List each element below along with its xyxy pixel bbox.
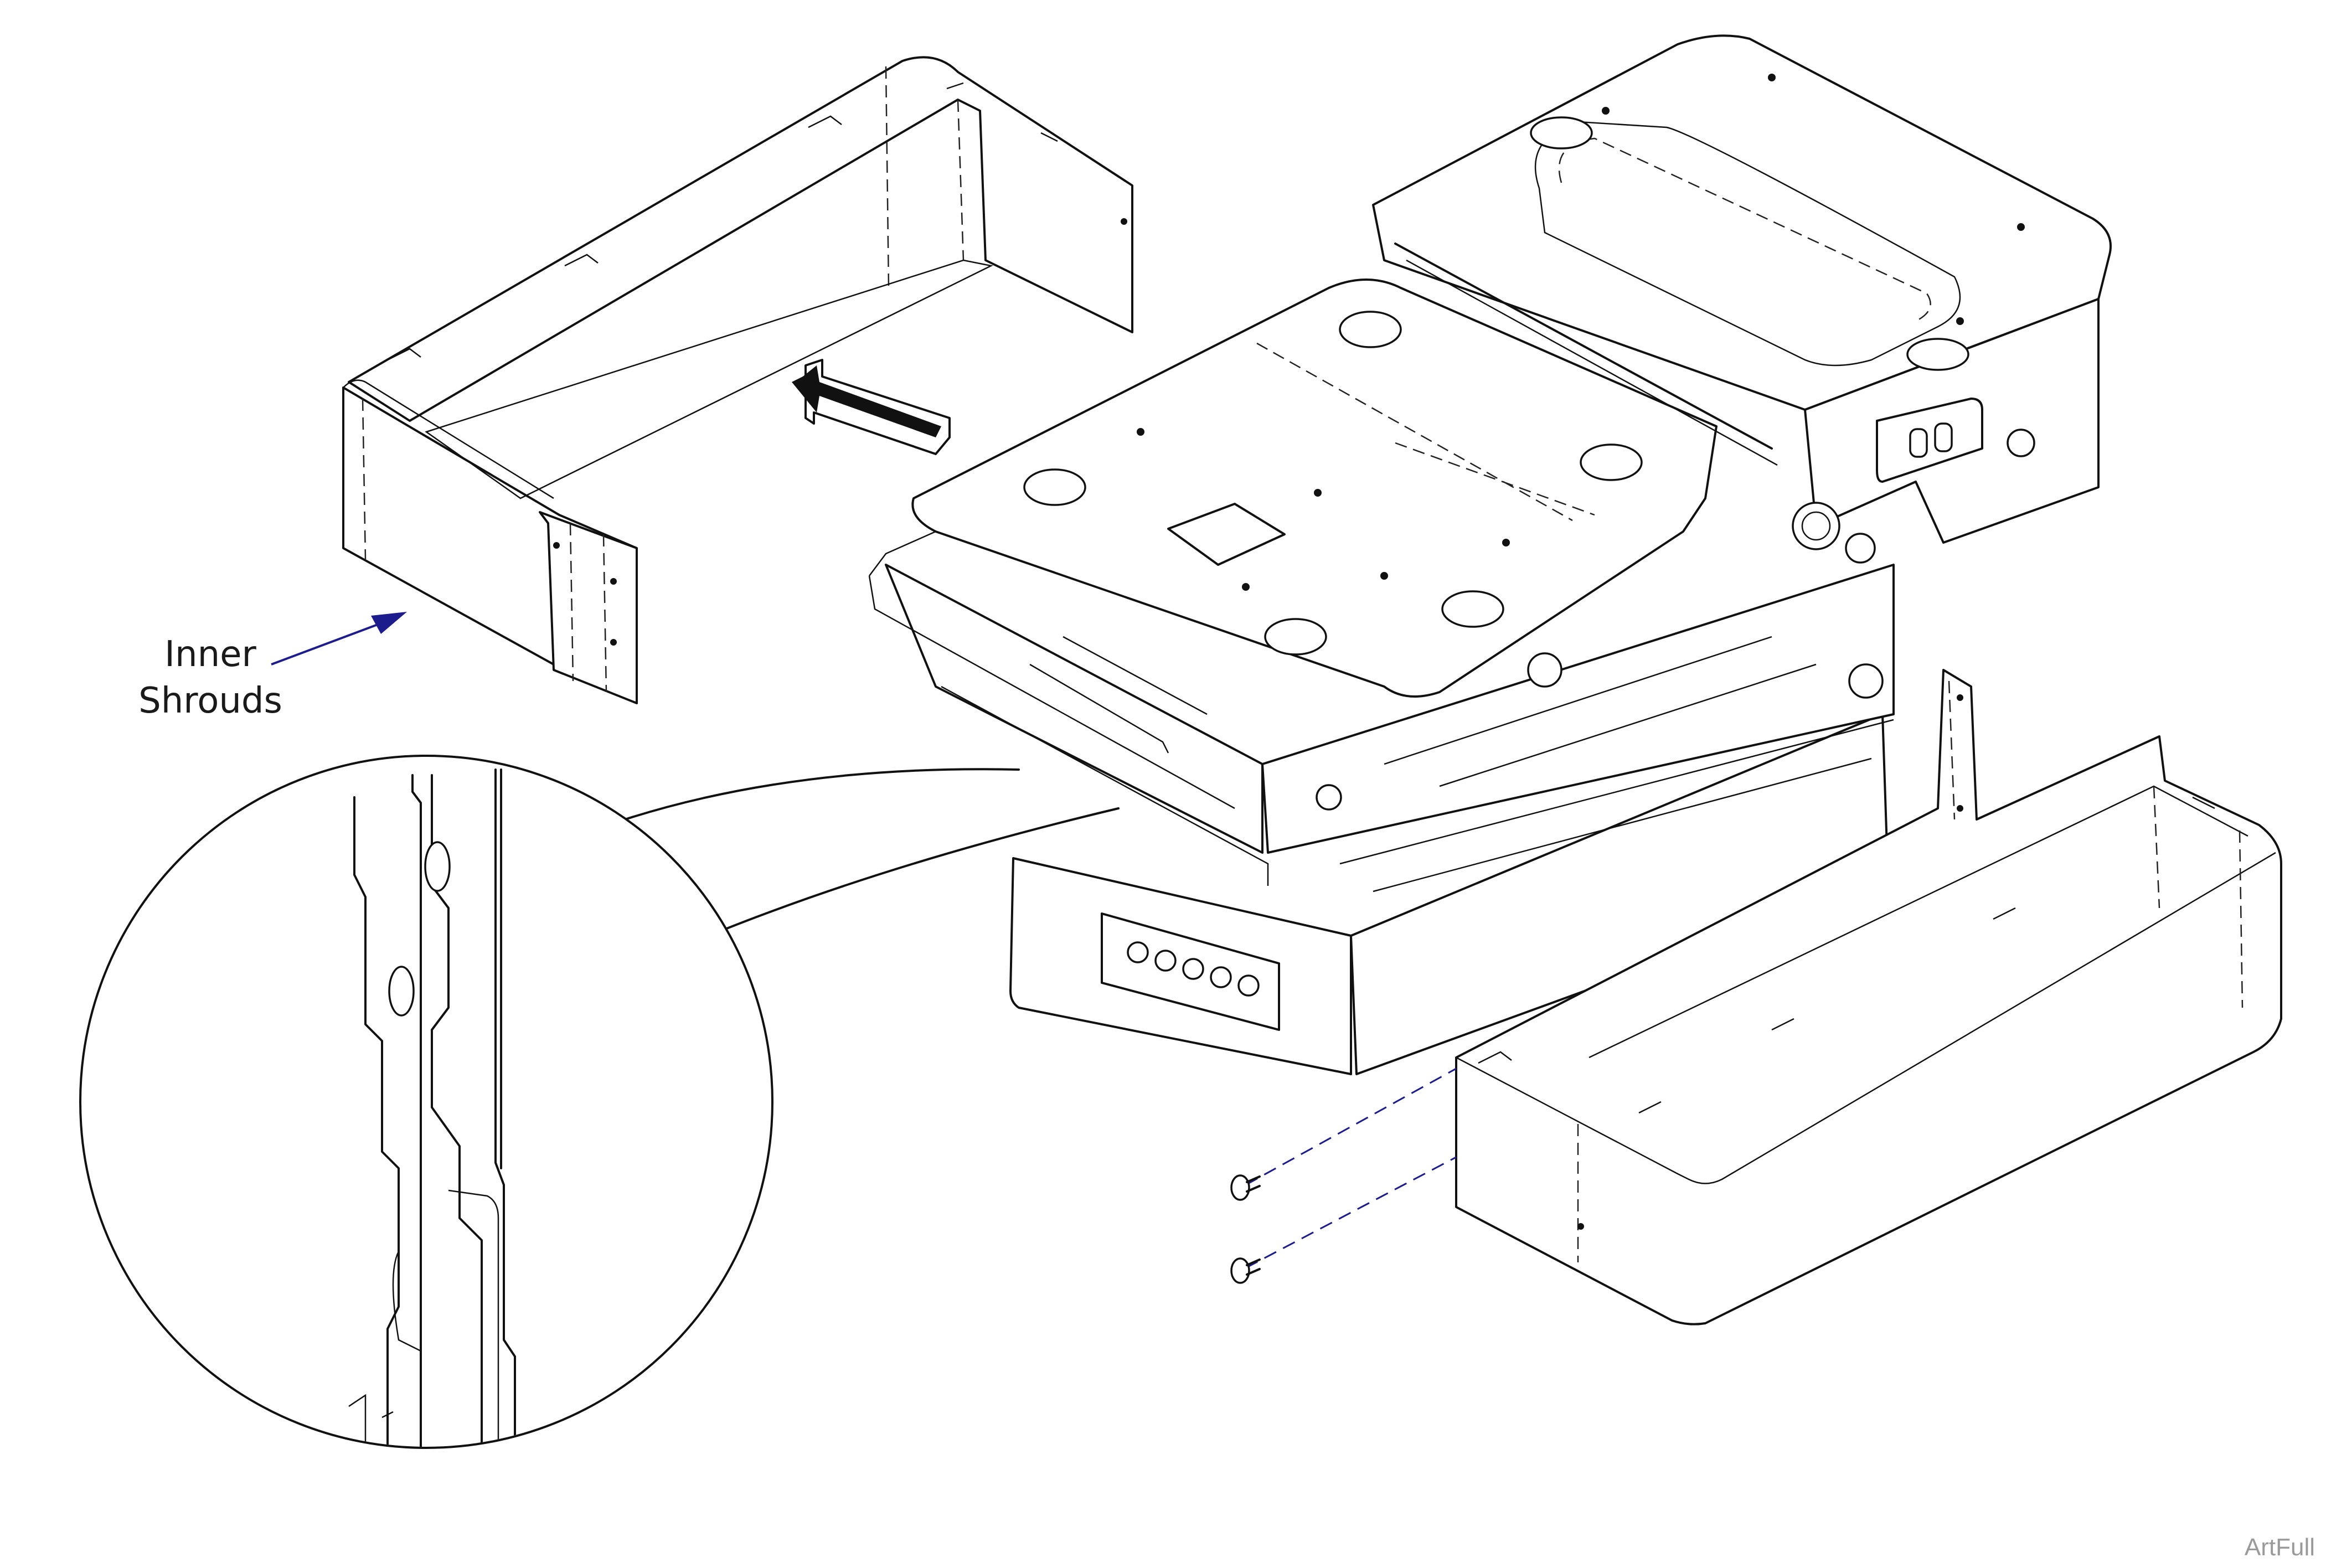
screw-icon: [1230, 1174, 1261, 1201]
inner-shrouds-callout: Inner Shrouds: [127, 631, 293, 724]
screw-icon: [1230, 1257, 1261, 1284]
art-tag: ArtFull: [2244, 1534, 2315, 1561]
callout-line-1: Inner: [164, 634, 256, 675]
screw-path-lower: [1245, 1156, 1457, 1269]
screw-path-upper: [1245, 1067, 1457, 1186]
detail-magnifier: [79, 755, 1120, 1449]
callout-line-2: Shrouds: [138, 680, 282, 721]
right-inner-shroud: [1455, 669, 2282, 1325]
left-inner-shroud: [342, 56, 1133, 704]
upper-back-unit: [1372, 34, 2112, 564]
install-direction-arrow: [792, 359, 951, 455]
mounting-screws: [1230, 1067, 1457, 1284]
inner-shrouds-leader: [271, 612, 407, 666]
base-frame-assembly: [868, 278, 1895, 1075]
